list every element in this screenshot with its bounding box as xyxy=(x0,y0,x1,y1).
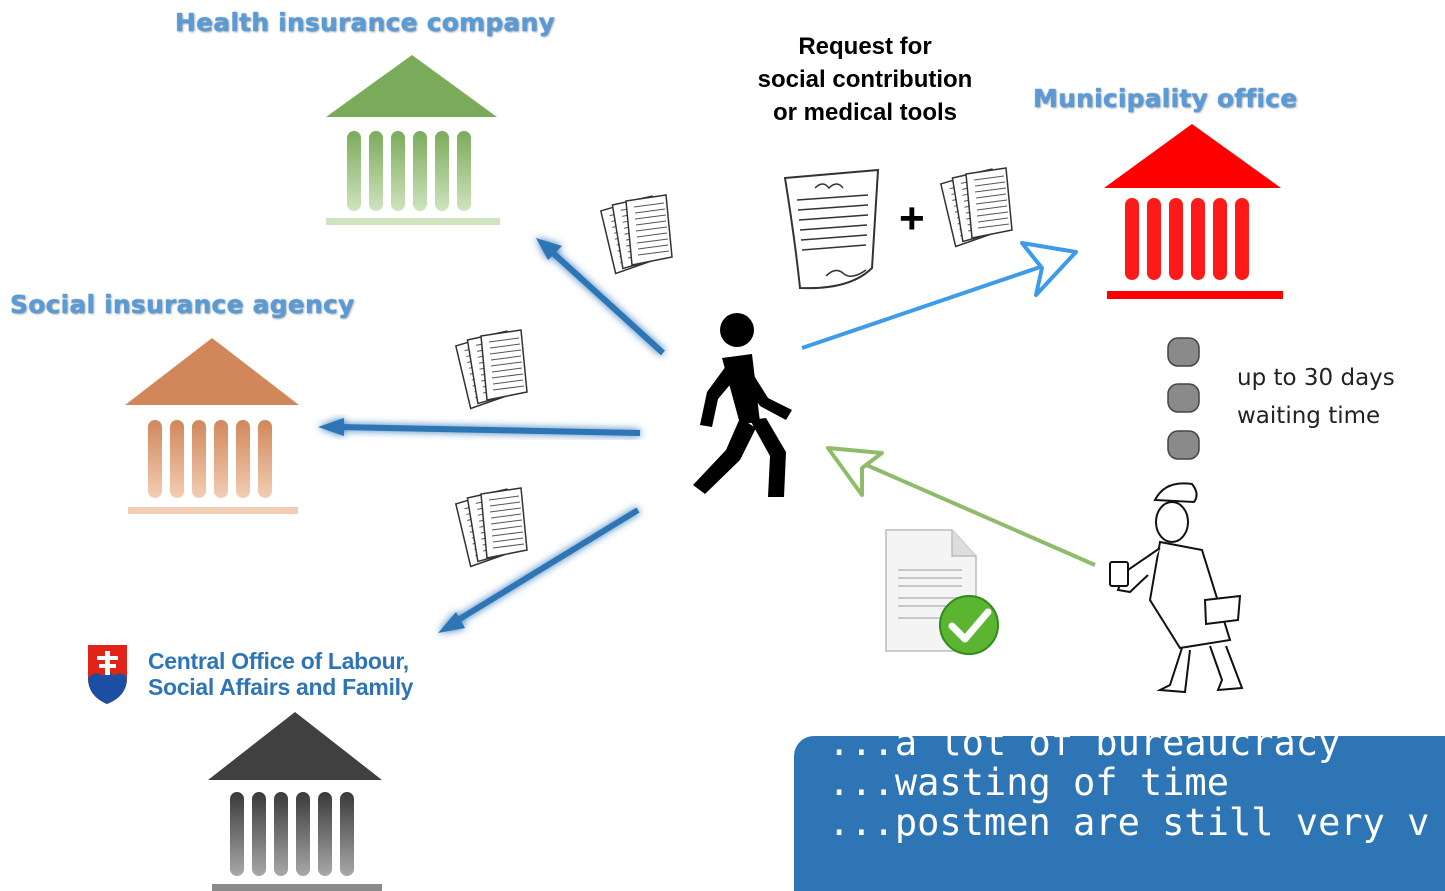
request-label-line1: Request for xyxy=(798,33,932,60)
waiting-time-line1: up to 30 days xyxy=(1237,365,1395,391)
municipality-building xyxy=(1104,124,1283,299)
request-label: Request for social contribution or medic… xyxy=(720,30,1010,129)
arrow-to-central xyxy=(438,507,640,633)
documents-stack-social xyxy=(455,330,527,409)
plus-sign: + xyxy=(899,194,925,243)
central-office-building xyxy=(208,712,382,891)
request-label-line3: or medical tools xyxy=(772,99,958,126)
callout-line3: ...postmen are still very v xyxy=(828,801,1430,844)
documents-stack-central xyxy=(455,488,527,567)
walking-person-icon xyxy=(693,313,792,497)
request-label-line2: social contribution xyxy=(757,66,973,93)
social-insurance-building xyxy=(125,338,299,514)
documents-stack-request xyxy=(940,168,1012,247)
arrow-to-health xyxy=(536,238,666,356)
postman-icon xyxy=(1109,482,1244,694)
arrow-to-social xyxy=(318,418,641,436)
social-insurance-label: Social insurance agency xyxy=(9,290,355,320)
waiting-dots-icon xyxy=(1167,337,1200,460)
central-office-label: Central Office of Labour, Social Affairs… xyxy=(148,648,413,700)
callout-line1: ...a lot of bureaucracy xyxy=(828,736,1341,764)
central-office-label-line2: Social Affairs and Family xyxy=(148,674,414,700)
documents-stack-health xyxy=(600,195,672,274)
municipality-label: Municipality office xyxy=(1032,84,1298,114)
approved-document-icon xyxy=(885,529,999,655)
slovak-coat-of-arms-icon xyxy=(88,645,127,704)
waiting-time-line2: waiting time xyxy=(1237,403,1381,429)
callout-box: ...a lot of bureaucracy ...wasting of ti… xyxy=(794,736,1445,891)
health-insurance-building xyxy=(326,55,500,225)
health-insurance-label: Health insurance company xyxy=(175,8,556,38)
waiting-time-text: up to 30 days waiting time xyxy=(1237,359,1395,435)
arrow-to-municipality xyxy=(801,241,1078,350)
arrow-from-postman xyxy=(826,446,1096,567)
callout-line2: ...wasting of time xyxy=(828,761,1229,804)
request-form-icon xyxy=(783,168,880,290)
central-office-label-line1: Central Office of Labour, xyxy=(148,648,409,674)
